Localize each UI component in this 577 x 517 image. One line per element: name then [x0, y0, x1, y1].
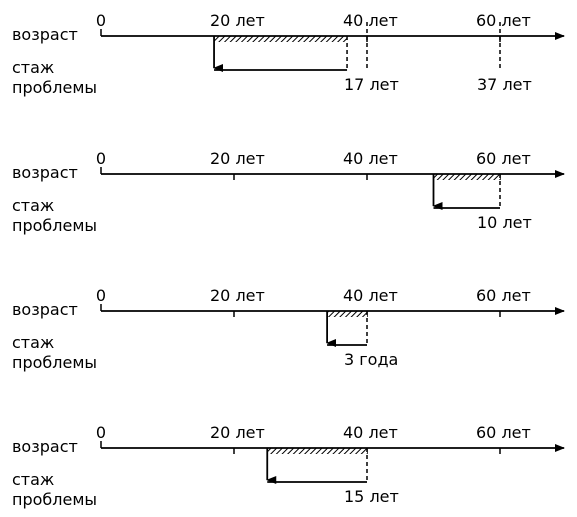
experience-label-line2: проблемы [12, 78, 97, 97]
experience-value-label: 37 лет [477, 75, 532, 94]
tick-label: 60 лет [476, 286, 531, 305]
experience-value-label: 3 года [344, 350, 398, 369]
age-label: возраст [12, 437, 78, 456]
experience-hatch-bar [267, 448, 367, 454]
tick-label: 60 лет [476, 149, 531, 168]
experience-value-label: 17 лет [344, 75, 399, 94]
experience-label-line2: проблемы [12, 353, 97, 372]
tick-label: 0 [96, 149, 106, 168]
experience-hatch-bar [327, 311, 367, 317]
tick-label: 40 лет [343, 149, 398, 168]
tick-label: 0 [96, 423, 106, 442]
experience-value-label: 15 лет [344, 487, 399, 506]
tick-label: 40 лет [343, 423, 398, 442]
age-label: возраст [12, 163, 78, 182]
experience-label-line1: стаж [12, 58, 54, 77]
tick-label: 60 лет [476, 423, 531, 442]
tick-label: 0 [96, 286, 106, 305]
age-label: возраст [12, 25, 78, 44]
tick-label: 20 лет [210, 286, 265, 305]
tick-label: 0 [96, 11, 106, 30]
experience-hatch-bar [433, 174, 500, 180]
experience-label-line2: проблемы [12, 490, 97, 509]
experience-hatch-bar [214, 36, 348, 42]
tick-label: 60 лет [476, 11, 531, 30]
tick-label: 40 лет [343, 11, 398, 30]
experience-label-line2: проблемы [12, 216, 97, 235]
experience-label-line1: стаж [12, 196, 54, 215]
experience-label-line1: стаж [12, 333, 54, 352]
tick-label: 20 лет [210, 423, 265, 442]
experience-label-line1: стаж [12, 470, 54, 489]
tick-label: 20 лет [210, 11, 265, 30]
experience-value-label: 10 лет [477, 213, 532, 232]
tick-label: 20 лет [210, 149, 265, 168]
tick-label: 40 лет [343, 286, 398, 305]
age-label: возраст [12, 300, 78, 319]
